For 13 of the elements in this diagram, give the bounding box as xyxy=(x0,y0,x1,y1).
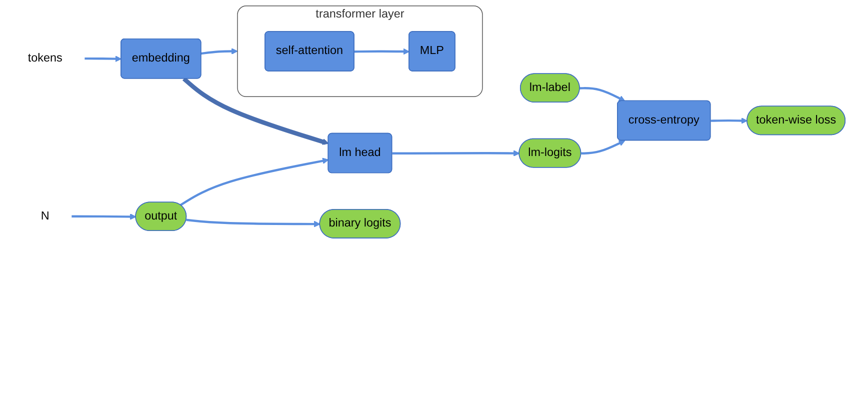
arrow xyxy=(186,218,320,228)
arrow xyxy=(182,77,329,145)
arrow xyxy=(392,150,520,157)
arrow xyxy=(581,140,626,154)
arrow xyxy=(200,48,238,55)
arrow xyxy=(71,213,136,220)
arrow xyxy=(354,48,410,55)
arrow xyxy=(84,56,122,62)
node-text: tokens xyxy=(28,52,62,64)
arrow xyxy=(710,117,748,124)
arrow xyxy=(580,87,626,102)
arrow xyxy=(180,158,329,206)
node-text: N xyxy=(40,210,50,222)
